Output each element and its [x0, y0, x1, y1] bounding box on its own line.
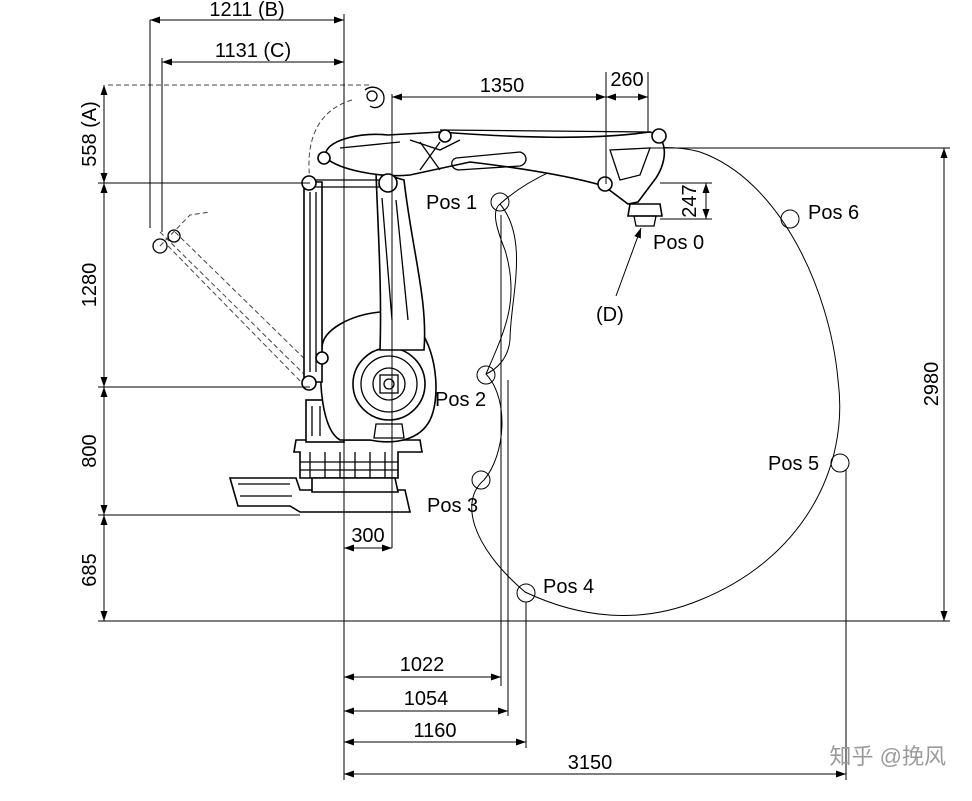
- dim-1054: 1054: [404, 688, 449, 710]
- pos-2-marker: [476, 365, 496, 385]
- dim-685: 685: [79, 553, 101, 586]
- pos-2-label: Pos 2: [435, 389, 486, 411]
- robot-body: [228, 128, 667, 513]
- extension-lines: [98, 14, 950, 780]
- pos-5-marker: [830, 453, 850, 473]
- position-labels: Pos 0 Pos 1 Pos 2 Pos 3 Pos 4 Pos 5 Pos …: [426, 192, 859, 598]
- pos-1-marker: [490, 192, 510, 212]
- ghost-arm: [108, 84, 385, 387]
- dim-300: 300: [351, 525, 384, 547]
- dim-2980: 2980: [921, 362, 943, 407]
- dim-247: 247: [679, 184, 701, 217]
- dim-3150: 3150: [568, 752, 613, 774]
- dim-1350: 1350: [480, 75, 525, 97]
- pos-5-label: Pos 5: [768, 453, 819, 475]
- working-envelope-curve: [471, 147, 841, 617]
- dim-800: 800: [79, 434, 101, 467]
- dim-1022: 1022: [400, 654, 445, 676]
- dim-260: 260: [610, 69, 643, 91]
- dim-1160: 1160: [413, 720, 456, 742]
- pos-1-label: Pos 1: [426, 192, 477, 214]
- dim-1211-b: 1211 (B): [209, 0, 284, 21]
- dimension-labels: 1211 (B) 1131 (C) 1350 260 558 (A) 1280 …: [79, 0, 943, 774]
- dimension-lines: [100, 16, 948, 778]
- pos-6-marker: [780, 209, 800, 229]
- dim-1280: 1280: [79, 263, 101, 308]
- dim-1131-c: 1131 (C): [215, 40, 291, 62]
- pos-3-label: Pos 3: [427, 495, 478, 517]
- pos-6-label: Pos 6: [808, 202, 859, 224]
- pos-0-label: Pos 0: [653, 232, 704, 254]
- inner-envelope-curve: [485, 203, 517, 375]
- pos-4-label: Pos 4: [543, 576, 594, 598]
- watermark: 知乎 @挽风: [830, 744, 946, 769]
- callout-d-label: (D): [596, 304, 624, 326]
- dim-558-a: 558 (A): [79, 101, 101, 167]
- pos-3-marker: [471, 470, 491, 490]
